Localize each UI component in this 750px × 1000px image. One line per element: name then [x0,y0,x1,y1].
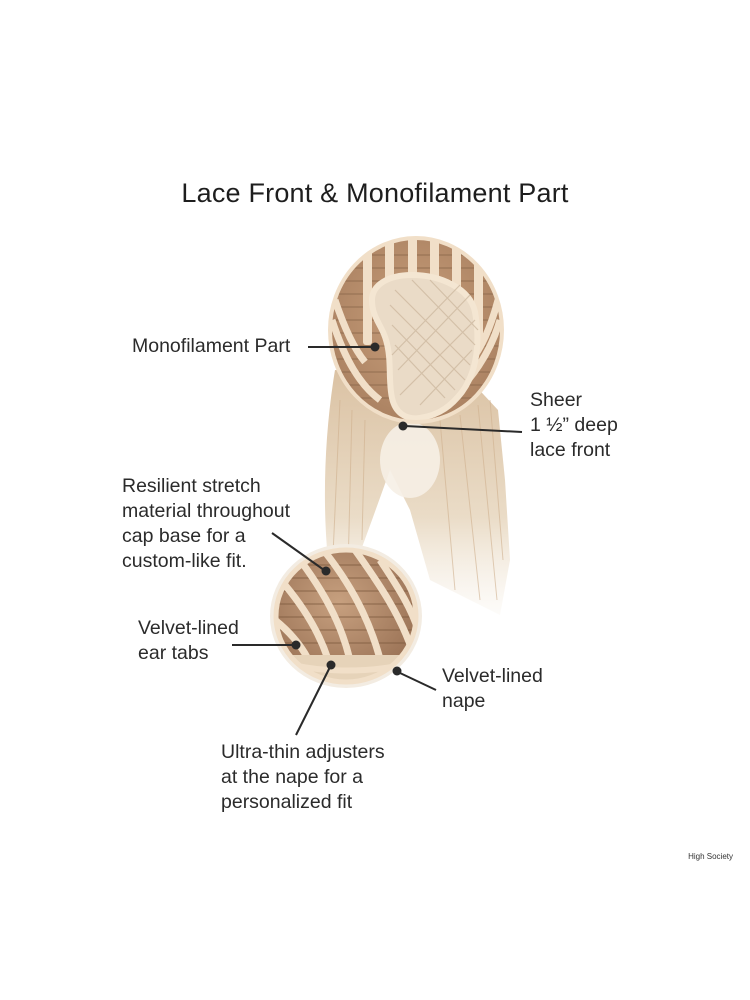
callouts [232,342,523,736]
top-wig [324,236,510,615]
bottom-wig [270,544,422,688]
callout-stretch-line [271,532,325,571]
callout-lace-front-dot [398,421,408,431]
callout-monofilament-dot [370,342,380,352]
callout-ear-tabs-dot [291,640,301,650]
brand-name: High Society [688,852,733,861]
callout-adjusters-dot [326,660,336,670]
callout-stretch-dot [321,566,331,576]
label-monofilament-part: Monofilament Part [132,335,291,357]
callout-nape-dot [392,666,402,676]
label-velvet-ear-tabs: Velvet-lined ear tabs [138,617,239,664]
callout-adjusters-line [295,666,331,736]
callout-lace-front-line [404,425,523,433]
label-resilient-stretch: Resilient stretch material throughout ca… [122,475,291,572]
label-velvet-nape: Velvet-lined nape [442,665,543,712]
page-title: Lace Front & Monofilament Part [181,178,569,208]
callout-nape-line [399,672,437,691]
label-sheer-lace-front: Sheer 1 ½” deep lace front [530,389,618,461]
label-ultra-thin-adjusters: Ultra-thin adjusters at the nape for a p… [221,741,385,813]
